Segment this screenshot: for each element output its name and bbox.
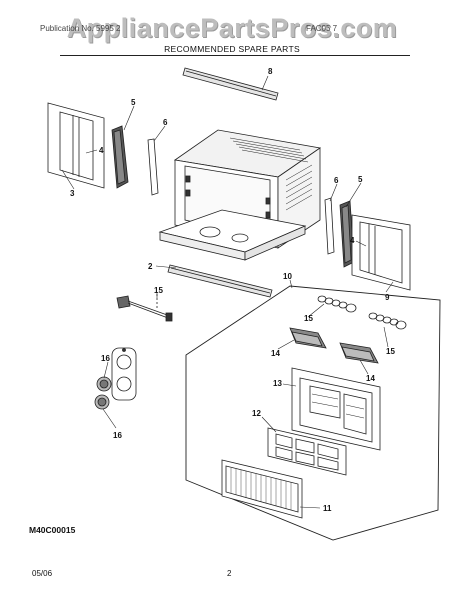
- part-6-right-strip: [324, 197, 335, 255]
- callout-16-lower: 16: [113, 431, 122, 440]
- part-10-parts-kit-outline: [185, 285, 441, 541]
- callout-5-right: 5: [358, 175, 363, 184]
- part-15-ring-set-upper: [317, 295, 357, 313]
- callout-15-lower: 15: [386, 347, 395, 356]
- part-14-louver-right: [339, 342, 379, 364]
- callout-9: 9: [385, 293, 390, 302]
- callout-13: 13: [273, 379, 282, 388]
- part-11-front-grille: [221, 459, 303, 519]
- footer-page-number: 2: [227, 569, 232, 578]
- callout-16-upper: 16: [101, 354, 110, 363]
- part-15-thermostat: [116, 295, 173, 322]
- part-13-front-frame: [291, 367, 381, 451]
- callout-4-left: 4: [99, 146, 104, 155]
- callout-10: 10: [283, 272, 292, 281]
- callout-14-right: 14: [366, 374, 375, 383]
- leader-lines: [61, 75, 394, 509]
- footer-date: 05/06: [32, 569, 53, 578]
- control-panel-plate: [111, 347, 137, 401]
- part-3-left-curtain-frame: [47, 102, 105, 189]
- callout-11: 11: [323, 504, 332, 513]
- callout-2: 2: [148, 262, 153, 271]
- callout-5-left: 5: [131, 98, 136, 107]
- part-5-right-seal: [339, 200, 355, 268]
- part-5-left-seal: [111, 125, 129, 189]
- callout-4-right: 4: [350, 236, 355, 245]
- page-title: RECOMMENDED SPARE PARTS: [164, 44, 300, 54]
- callout-6-left: 6: [163, 118, 168, 127]
- watermark-logo: AppliancePartsPros.com: [66, 13, 398, 43]
- callout-14-left: 14: [271, 349, 280, 358]
- part-12-filter: [267, 427, 347, 505]
- callout-6-right: 6: [334, 176, 339, 185]
- callout-15-thermostat: 15: [154, 286, 163, 295]
- part-6-left-strip: [147, 138, 159, 196]
- part-14-louver-left: [289, 327, 327, 349]
- part-9-right-curtain-frame: [351, 214, 411, 291]
- publication-number: Publication No. 5995 2: [40, 24, 121, 33]
- model-number: FAC05 7: [306, 24, 338, 33]
- part-16-knob-lower: [94, 394, 110, 410]
- title-rule: [60, 55, 410, 56]
- callout-8: 8: [268, 67, 273, 76]
- callout-3: 3: [70, 189, 75, 198]
- diagram-code: M40C00015: [29, 525, 76, 535]
- part-16-knob-upper: [96, 376, 112, 392]
- cabinet: [158, 129, 322, 261]
- callout-15-upper: 15: [304, 314, 313, 323]
- callout-labels: 8 5 6 4 3 6 5 4 2 10 9 15 15 15 14 14 16…: [70, 67, 395, 513]
- callout-12: 12: [252, 409, 261, 418]
- part-15-ring-set-lower: [368, 312, 407, 330]
- part-2-bottom-rail: [167, 264, 273, 298]
- part-8-top-rail: [182, 67, 279, 101]
